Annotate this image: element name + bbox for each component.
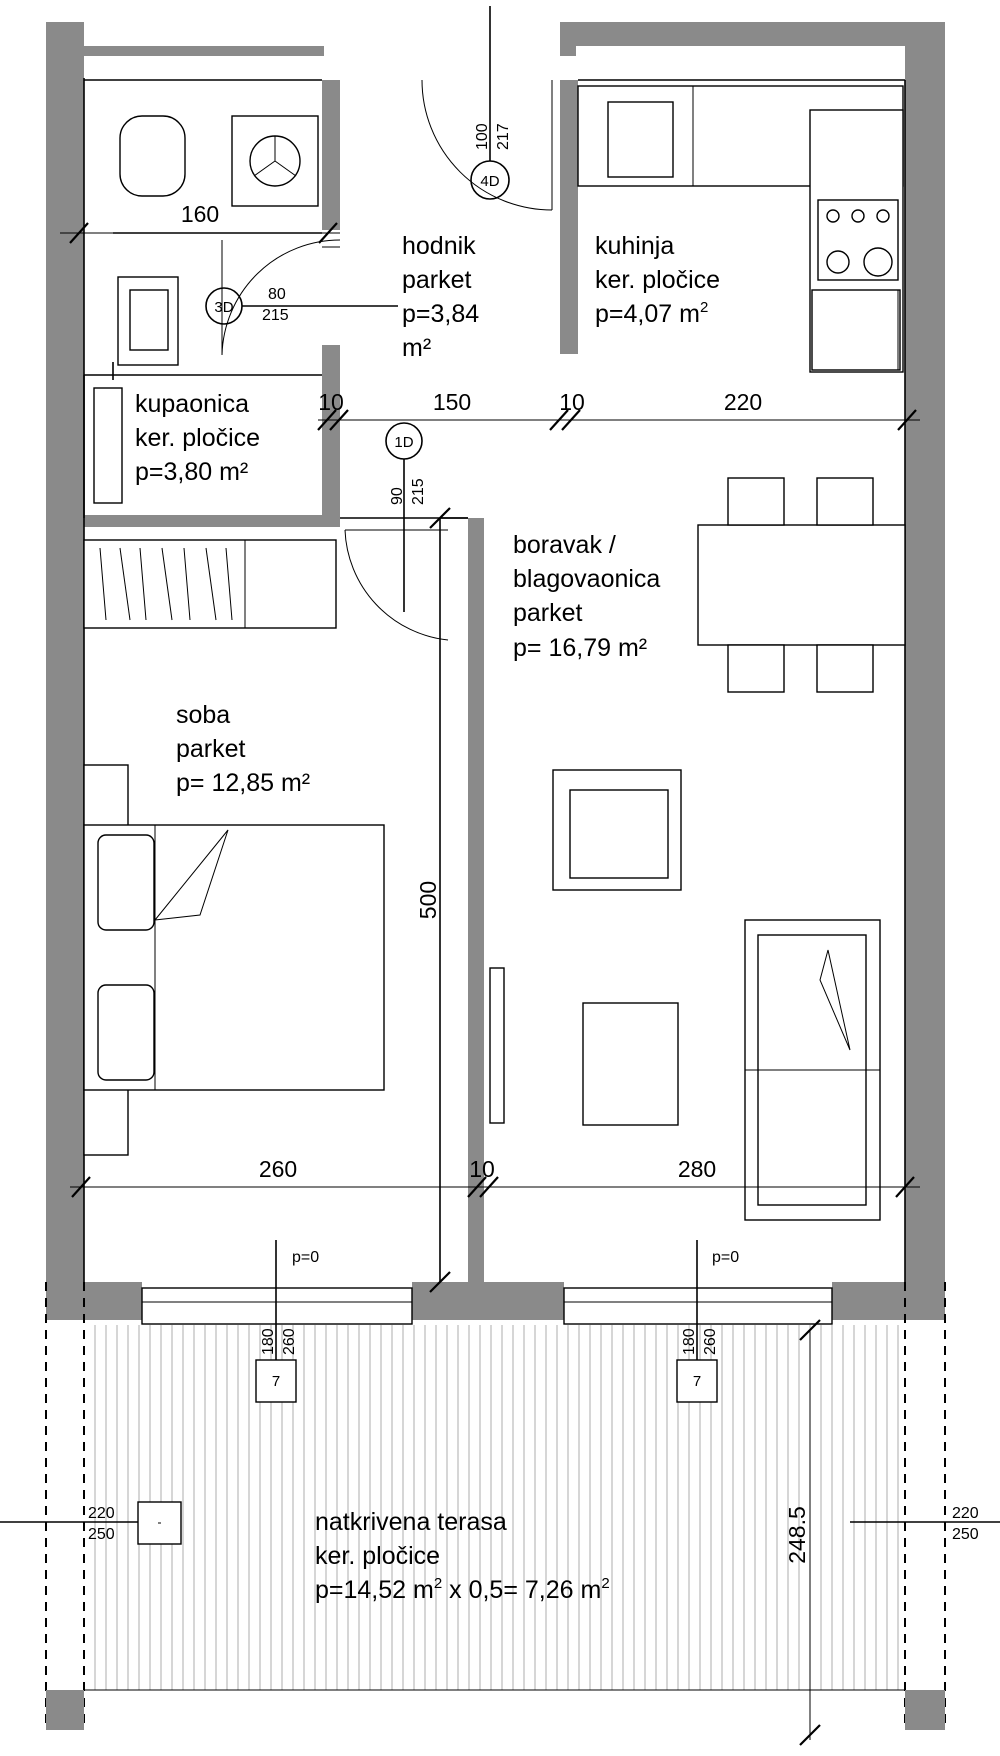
svg-text:boravak /: boravak / bbox=[513, 531, 616, 559]
door-3d-width: 80 bbox=[268, 286, 286, 303]
svg-text:7: 7 bbox=[693, 1373, 701, 1390]
window-right-height: 260 bbox=[702, 1328, 719, 1355]
pillow-icon bbox=[97, 834, 155, 931]
dim-terrace-depth: 248.5 bbox=[784, 1506, 810, 1564]
svg-text:blagovaonica: blagovaonica bbox=[513, 565, 660, 593]
door-4d: 4D 100 217 bbox=[421, 6, 553, 211]
terrace-outline bbox=[45, 1282, 946, 1730]
hanger-icon bbox=[139, 547, 147, 621]
window-left-sill: p=0 bbox=[292, 1249, 319, 1266]
dim-soba-width: 260 bbox=[259, 1156, 297, 1182]
bathtub-icon bbox=[93, 387, 123, 504]
wardrobe bbox=[83, 539, 337, 629]
opening-west: 220 250 bbox=[0, 1501, 182, 1545]
svg-text:p=14,52 m2 x 0,5= 7,26 m2: p=14,52 m2 x 0,5= 7,26 m2 bbox=[315, 1575, 610, 1604]
door-3d-height: 215 bbox=[262, 307, 289, 324]
door-3d: 3D 80 215 bbox=[205, 239, 398, 356]
room-label-kuhinja: kuhinja ker. pločice p=4,07 m2 bbox=[595, 232, 720, 328]
dim-hall-width: 150 bbox=[433, 389, 471, 415]
door-1d-width: 90 bbox=[389, 487, 406, 505]
dim-kitchen-width: 220 bbox=[724, 389, 762, 415]
kitchen-fixtures bbox=[577, 85, 904, 373]
hanger-icon bbox=[161, 547, 173, 621]
svg-text:soba: soba bbox=[176, 701, 230, 729]
svg-text:p= 12,85 m²: p= 12,85 m² bbox=[176, 769, 310, 797]
dim-wall-b: 10 bbox=[559, 389, 585, 415]
dim-bath-width: 160 bbox=[181, 201, 219, 227]
terrace-decking bbox=[94, 1325, 899, 1690]
stove-icon bbox=[817, 199, 899, 281]
coffee-table bbox=[582, 1002, 679, 1126]
dining-table bbox=[697, 524, 906, 646]
opening-east: 220 250 bbox=[850, 1505, 1000, 1543]
windows bbox=[141, 1287, 833, 1325]
svg-text:parket: parket bbox=[402, 266, 472, 294]
dimension-lines bbox=[60, 222, 920, 1746]
window-right-tag: 7 p=0 180 260 bbox=[676, 1240, 739, 1403]
window-left-tag: 7 p=0 180 260 bbox=[255, 1240, 319, 1403]
walls bbox=[46, 22, 945, 1320]
window-left-width: 180 bbox=[260, 1328, 277, 1355]
door-4d-tag: 4D bbox=[480, 173, 499, 190]
opening-west-height: 250 bbox=[88, 1526, 115, 1543]
svg-text:ker. pločice: ker. pločice bbox=[135, 424, 260, 452]
dim-room-depth: 500 bbox=[415, 881, 441, 919]
dimension-labels: 160 10 150 10 220 500 260 10 280 248.5 bbox=[181, 201, 810, 1564]
svg-text:m²: m² bbox=[402, 334, 431, 362]
door-1d-height: 215 bbox=[410, 478, 427, 505]
svg-text:hodnik: hodnik bbox=[402, 232, 476, 260]
tv-icon bbox=[489, 967, 505, 1124]
living-furniture bbox=[489, 769, 881, 1221]
window-right-width: 180 bbox=[681, 1328, 698, 1355]
fridge-icon bbox=[607, 101, 674, 178]
window-right-sill: p=0 bbox=[712, 1249, 739, 1266]
bathroom-fixtures bbox=[93, 115, 319, 504]
svg-text:parket: parket bbox=[513, 599, 583, 627]
toilet-icon bbox=[119, 115, 186, 197]
window-left-height: 260 bbox=[281, 1328, 298, 1355]
armchair-icon bbox=[552, 769, 682, 891]
dim-wall-a: 10 bbox=[318, 389, 344, 415]
svg-text:p=4,07 m2: p=4,07 m2 bbox=[595, 299, 708, 328]
hanger-icon bbox=[119, 547, 131, 621]
hanger-icon bbox=[205, 547, 217, 621]
opening-west-width: 220 bbox=[88, 1505, 115, 1522]
door-4d-height: 217 bbox=[495, 123, 512, 150]
hanger-icon bbox=[225, 547, 233, 621]
pillow-icon bbox=[97, 984, 155, 1081]
dim-living-width: 280 bbox=[678, 1156, 716, 1182]
room-label-hodnik: hodnik parket p=3,84 m² bbox=[402, 232, 479, 362]
svg-text:natkrivena terasa: natkrivena terasa bbox=[315, 1508, 507, 1536]
hanger-icon bbox=[183, 547, 191, 621]
svg-text:parket: parket bbox=[176, 735, 246, 763]
room-label-boravak: boravak / blagovaonica parket p= 16,79 m… bbox=[513, 531, 660, 662]
dim-wall-c: 10 bbox=[469, 1156, 495, 1182]
svg-text:kuhinja: kuhinja bbox=[595, 232, 674, 260]
dining-set bbox=[697, 477, 906, 693]
door-3d-tag: 3D bbox=[214, 299, 233, 316]
opening-east-width: 220 bbox=[952, 1505, 979, 1522]
opening-east-height: 250 bbox=[952, 1526, 979, 1543]
room-label-kupaonica: kupaonica ker. pločice p=3,80 m² bbox=[135, 390, 260, 486]
room-label-terasa: natkrivena terasa ker. pločice p=14,52 m… bbox=[315, 1508, 610, 1604]
door-1d-tag: 1D bbox=[394, 434, 413, 451]
svg-text:p=3,84: p=3,84 bbox=[402, 300, 479, 328]
door-4d-width: 100 bbox=[474, 123, 491, 150]
svg-text:p= 16,79 m²: p= 16,79 m² bbox=[513, 634, 647, 662]
hanger-icon bbox=[99, 547, 107, 621]
door-1d: 1D 90 215 bbox=[344, 422, 449, 641]
svg-text:ker. pločice: ker. pločice bbox=[315, 1542, 440, 1570]
svg-text:kupaonica: kupaonica bbox=[135, 390, 249, 418]
svg-text:ker. pločice: ker. pločice bbox=[595, 266, 720, 294]
svg-text:7: 7 bbox=[272, 1373, 280, 1390]
bed bbox=[83, 764, 385, 1156]
svg-text:p=3,80 m²: p=3,80 m² bbox=[135, 458, 248, 486]
room-label-soba: soba parket p= 12,85 m² bbox=[176, 701, 310, 797]
